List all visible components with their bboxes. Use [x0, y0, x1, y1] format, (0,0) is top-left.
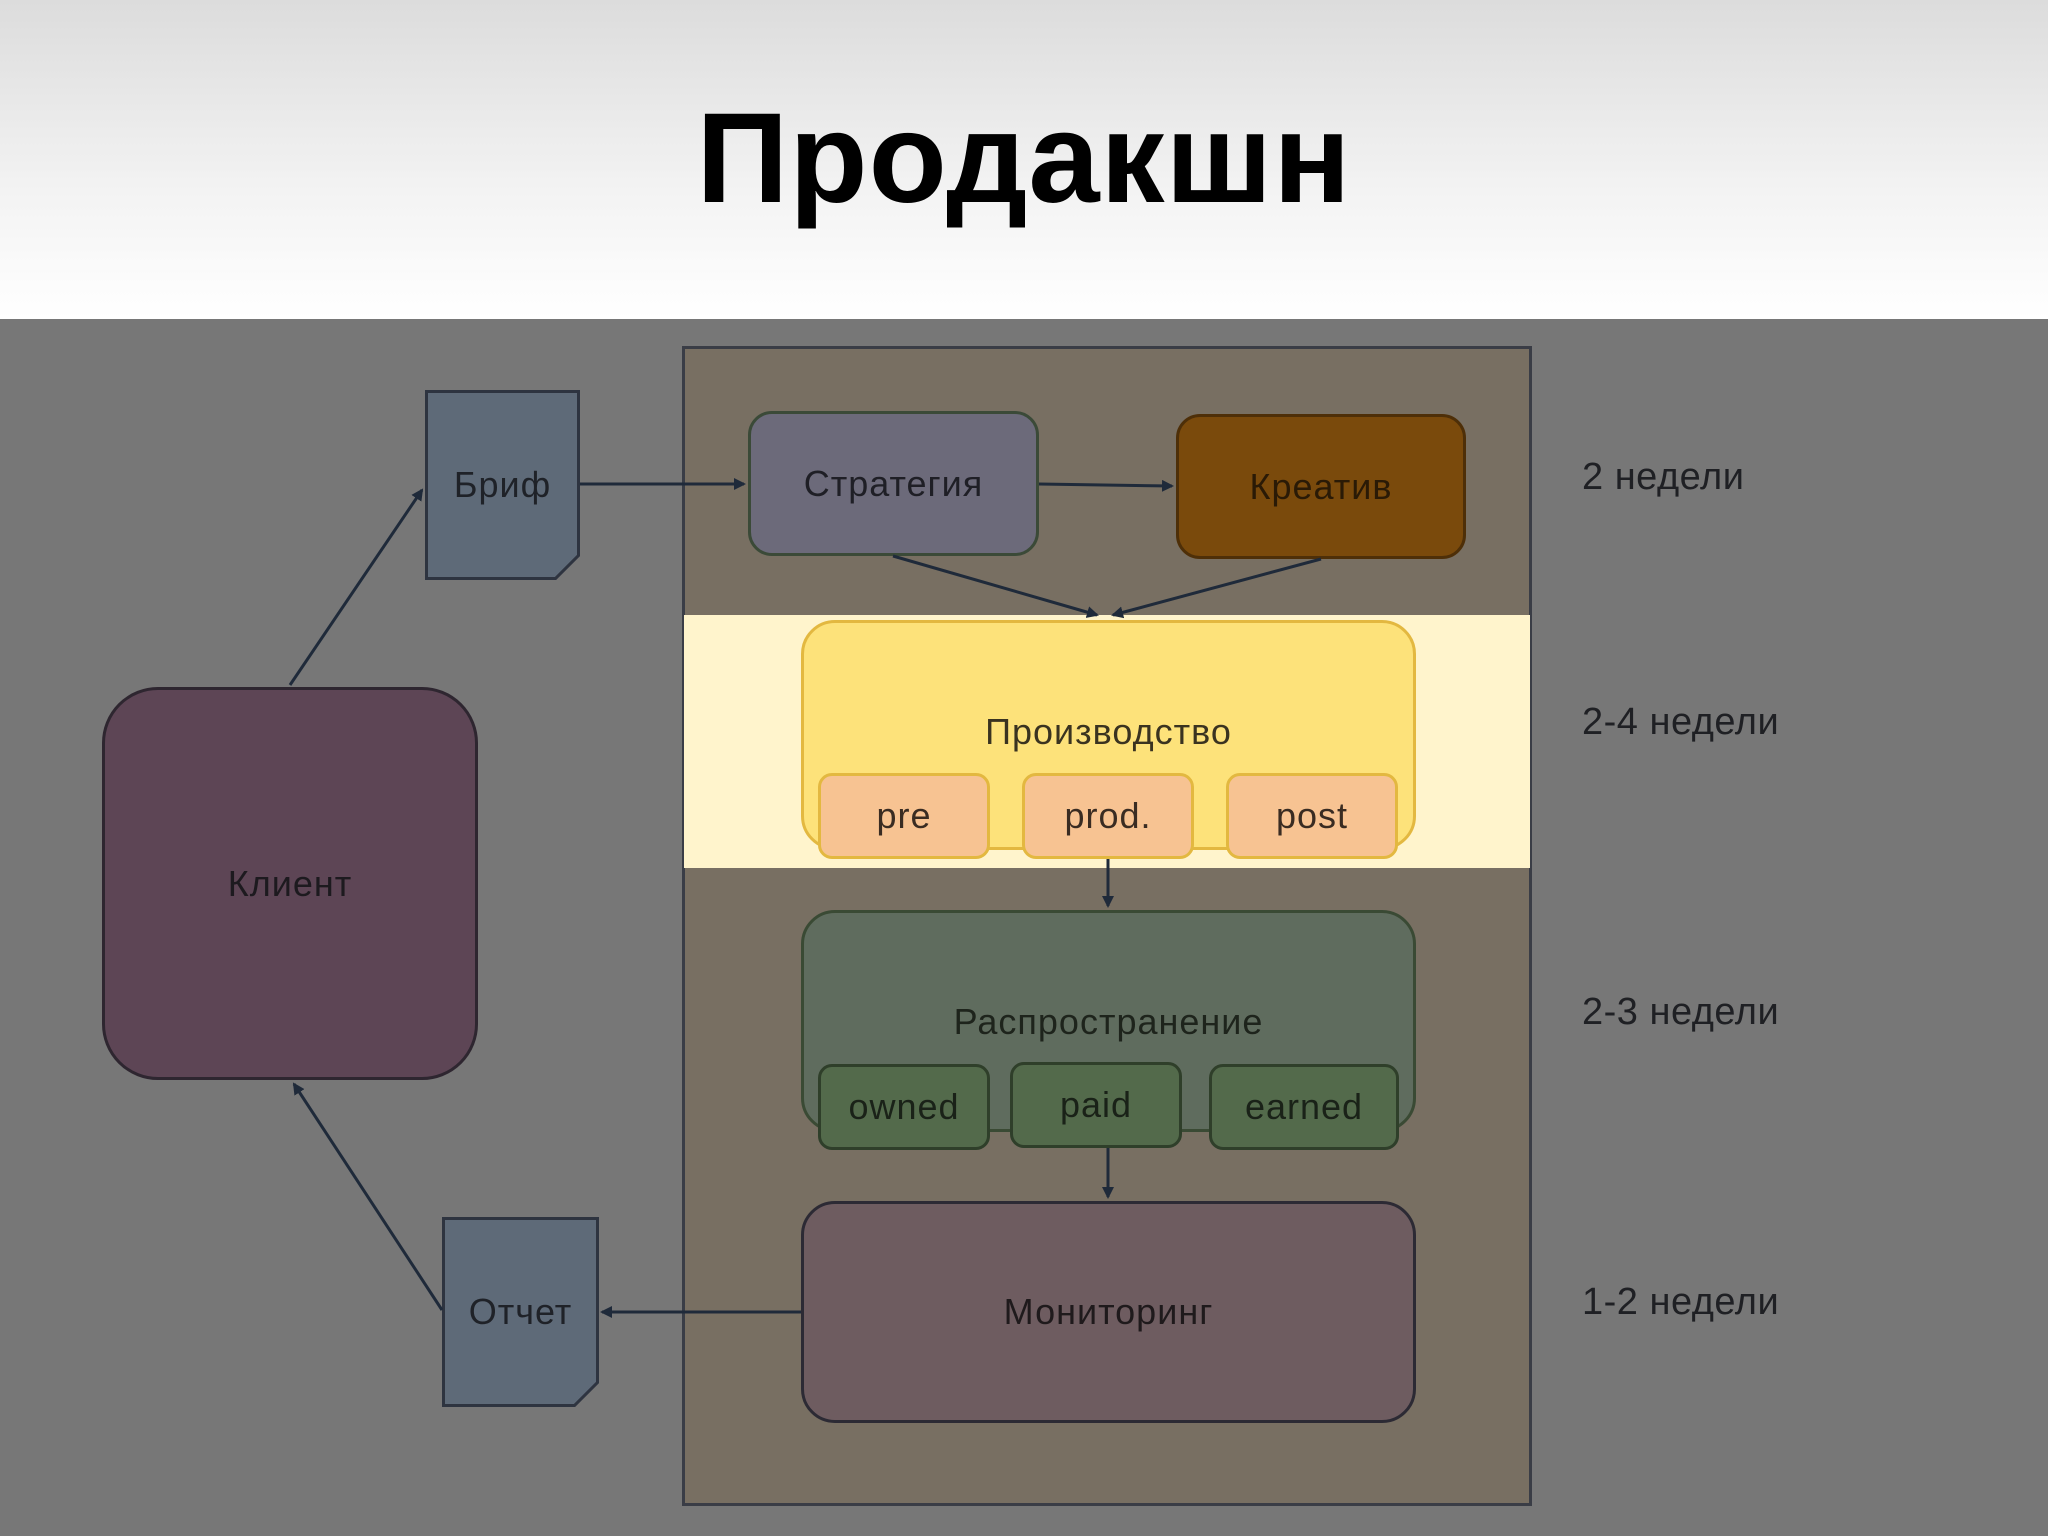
distribution-channel-earned: earned	[1209, 1064, 1399, 1150]
stage-label: post	[1275, 795, 1349, 836]
creative-node: Креатив	[1176, 414, 1466, 559]
brief-document: Бриф	[425, 390, 580, 580]
client-node: Клиент	[102, 687, 478, 1080]
report-document: Отчет	[442, 1217, 599, 1407]
channel-label: paid	[1059, 1084, 1133, 1125]
duration-strategy-creative: 2 недели	[1582, 456, 1745, 498]
duration-monitoring: 1-2 недели	[1582, 1281, 1780, 1323]
monitoring-label: Мониторинг	[1003, 1291, 1214, 1332]
production-stage-pre: pre	[818, 773, 990, 859]
creative-label: Креатив	[1249, 465, 1393, 507]
monitoring-node: Мониторинг	[801, 1201, 1416, 1423]
distribution-channel-owned: owned	[818, 1064, 990, 1150]
distribution-channel-paid: paid	[1010, 1062, 1182, 1148]
production-stage-prod: prod.	[1022, 773, 1194, 859]
slide-title: Продакшн	[696, 87, 1352, 230]
arrow-report-to-client	[292, 1082, 444, 1311]
strategy-label: Стратегия	[803, 462, 984, 504]
brief-label: Бриф	[453, 464, 552, 505]
slide-header: Продакшн	[0, 0, 2048, 319]
strategy-node: Стратегия	[748, 411, 1039, 556]
channel-label: earned	[1244, 1086, 1364, 1127]
distribution-label: Распространение	[953, 1001, 1264, 1042]
duration-distribution: 2-3 недели	[1582, 991, 1780, 1033]
stage-label: prod.	[1064, 795, 1152, 836]
page-fold-icon	[573, 1381, 599, 1407]
page-fold-icon	[554, 554, 580, 580]
client-label: Клиент	[227, 862, 353, 904]
arrow-client-to-brief	[288, 488, 424, 686]
report-label: Отчет	[468, 1291, 573, 1332]
production-stage-post: post	[1226, 773, 1398, 859]
stage-label: pre	[876, 795, 932, 836]
production-label: Производство	[985, 711, 1232, 752]
duration-production: 2-4 недели	[1582, 701, 1780, 743]
channel-label: owned	[848, 1086, 960, 1127]
